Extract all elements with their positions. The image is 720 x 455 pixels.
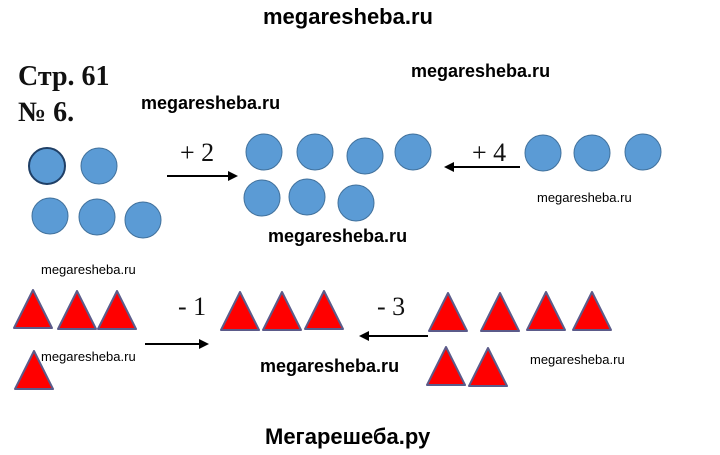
circle-shape: [124, 201, 162, 239]
operation-label: + 2: [180, 138, 215, 167]
circle-shape: [337, 184, 375, 222]
task-number: № 6.: [18, 97, 75, 128]
triangle-shape: [426, 346, 466, 386]
footer-title: Мегарешеба.ру: [265, 424, 431, 449]
triangle-shape: [220, 291, 260, 331]
watermark: megaresheba.ru: [530, 352, 625, 367]
circle-shape: [31, 197, 69, 235]
triangle-shape: [480, 292, 520, 332]
page-heading: Стр. 61: [18, 61, 110, 92]
triangle-shape: [428, 292, 468, 332]
watermark: megaresheba.ru: [41, 262, 136, 277]
watermark-top: megaresheba.ru: [263, 4, 433, 29]
triangle-shape: [468, 347, 508, 387]
circle-shape: [78, 198, 116, 236]
circle-shape: [245, 133, 283, 171]
circle-shape: [288, 178, 326, 216]
watermark: megaresheba.ru: [260, 356, 400, 376]
circle-shape: [28, 147, 66, 185]
circle-shape: [80, 147, 118, 185]
triangle-shape: [14, 350, 54, 390]
circle-shape: [624, 133, 662, 171]
triangle-shape: [57, 290, 97, 330]
circle-shape: [296, 133, 334, 171]
circle-shape: [394, 133, 432, 171]
triangle-shape: [572, 291, 612, 331]
triangle-shape: [526, 291, 566, 331]
operation-label: + 4: [472, 138, 507, 167]
circle-shape: [346, 137, 384, 175]
operation-label: - 1: [178, 292, 207, 321]
operation-label: - 3: [377, 292, 406, 321]
watermark: megaresheba.ru: [411, 61, 551, 81]
circle-shape: [243, 179, 281, 217]
triangle-shape: [262, 291, 302, 331]
triangle-shape: [304, 290, 344, 330]
watermark: megaresheba.ru: [141, 93, 281, 113]
watermark: megaresheba.ru: [537, 190, 632, 205]
triangle-shape: [97, 290, 137, 330]
watermark: megaresheba.ru: [268, 226, 408, 246]
circle-shape: [573, 134, 611, 172]
triangle-shape: [13, 289, 53, 329]
watermark: megaresheba.ru: [41, 349, 136, 364]
circle-shape: [524, 134, 562, 172]
